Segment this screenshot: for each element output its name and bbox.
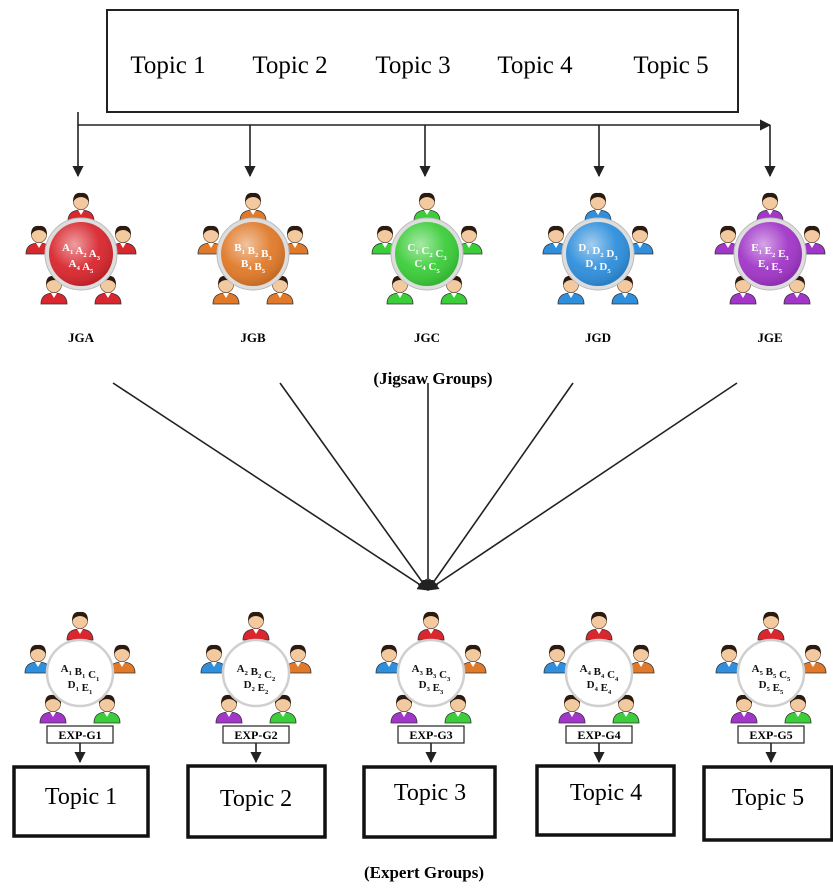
expert-label-4: EXP-G4 bbox=[565, 725, 633, 744]
jigsaw-label-3: JGC bbox=[414, 330, 440, 345]
svg-text:C1 C2 C3: C1 C2 C3 bbox=[407, 242, 447, 262]
svg-text:D1 E1: D1 E1 bbox=[68, 679, 93, 696]
jigsaw-label-4: JGD bbox=[585, 330, 611, 345]
student-icon bbox=[108, 644, 136, 674]
student-icon bbox=[67, 192, 95, 222]
svg-text:EXP-G1: EXP-G1 bbox=[58, 728, 101, 742]
student-icon bbox=[757, 611, 785, 641]
svg-text:D1 D2 D3: D1 D2 D3 bbox=[578, 242, 618, 262]
jigsaw-caption: (Jigsaw Groups) bbox=[373, 369, 492, 388]
student-icon bbox=[200, 644, 228, 674]
svg-text:E4 E5: E4 E5 bbox=[758, 258, 783, 275]
expert-topic-box-1: Topic 1 bbox=[12, 765, 150, 838]
expert-topic-box-3: Topic 3 bbox=[362, 765, 497, 839]
student-icon bbox=[417, 611, 445, 641]
student-icon bbox=[239, 192, 267, 222]
topics-box bbox=[106, 9, 739, 113]
student-icon bbox=[543, 644, 571, 674]
expert-topic-box-2: Topic 2 bbox=[186, 764, 327, 839]
expert-label-2: EXP-G2 bbox=[222, 725, 290, 744]
svg-text:D4 D5: D4 D5 bbox=[585, 258, 611, 275]
student-icon bbox=[66, 611, 94, 641]
svg-text:EXP-G5: EXP-G5 bbox=[749, 728, 792, 742]
svg-text:A5 B5 C5: A5 B5 C5 bbox=[752, 663, 791, 683]
svg-text:D2 E2: D2 E2 bbox=[244, 679, 269, 696]
svg-text:B4 B5: B4 B5 bbox=[241, 258, 266, 275]
top-topic-4: Topic 4 bbox=[497, 52, 573, 79]
top-feed-line bbox=[77, 112, 772, 131]
svg-text:A1 A2 A3: A1 A2 A3 bbox=[62, 242, 101, 262]
student-icon bbox=[375, 644, 403, 674]
svg-text:Topic 1: Topic 1 bbox=[45, 784, 117, 810]
svg-text:D3 E3: D3 E3 bbox=[419, 679, 444, 696]
svg-text:A3 B3 C3: A3 B3 C3 bbox=[412, 663, 451, 683]
jigsaw-label-5: JGE bbox=[757, 330, 782, 345]
svg-text:Topic 4: Topic 4 bbox=[570, 780, 642, 806]
jigsaw-to-expert-arrow-1 bbox=[112, 382, 429, 591]
expert-topic-box-5: Topic 5 bbox=[702, 765, 833, 842]
expert-label-5: EXP-G5 bbox=[737, 725, 805, 744]
svg-text:A1 B1 C1: A1 B1 C1 bbox=[61, 663, 100, 683]
student-icon bbox=[585, 611, 613, 641]
svg-text:EXP-G4: EXP-G4 bbox=[577, 728, 620, 742]
jigsaw-to-expert-arrow-2 bbox=[279, 382, 429, 591]
svg-text:A2 B2 C2: A2 B2 C2 bbox=[237, 663, 276, 683]
svg-text:EXP-G2: EXP-G2 bbox=[234, 728, 277, 742]
student-icon bbox=[756, 192, 784, 222]
student-icon bbox=[715, 644, 743, 674]
jigsaw-label-1: JGA bbox=[68, 330, 95, 345]
svg-text:C4 C5: C4 C5 bbox=[414, 258, 440, 275]
svg-text:Topic 3: Topic 3 bbox=[394, 780, 466, 806]
svg-text:EXP-G3: EXP-G3 bbox=[409, 728, 452, 742]
svg-text:A4 B4 C4: A4 B4 C4 bbox=[580, 663, 619, 683]
expert-label-1: EXP-G1 bbox=[46, 725, 114, 744]
student-icon bbox=[584, 192, 612, 222]
expert-caption: (Expert Groups) bbox=[364, 863, 484, 882]
student-icon bbox=[39, 694, 67, 724]
jigsaw-to-expert-arrow-4 bbox=[427, 382, 574, 591]
top-topic-2: Topic 2 bbox=[252, 52, 327, 79]
top-topic-1: Topic 1 bbox=[130, 52, 205, 79]
student-icon bbox=[459, 644, 487, 674]
svg-text:Topic 5: Topic 5 bbox=[732, 785, 804, 811]
svg-text:B1 B2 B3: B1 B2 B3 bbox=[234, 242, 272, 262]
top-topic-3: Topic 3 bbox=[375, 52, 450, 79]
top-topic-5: Topic 5 bbox=[633, 52, 708, 79]
expert-label-3: EXP-G3 bbox=[397, 725, 465, 744]
svg-text:Topic 2: Topic 2 bbox=[220, 786, 292, 812]
student-icon bbox=[242, 611, 270, 641]
svg-text:A4 A5: A4 A5 bbox=[69, 258, 94, 275]
arrows-layer bbox=[72, 112, 777, 764]
jigsaw-to-expert-arrow-5 bbox=[427, 382, 738, 591]
student-icon bbox=[627, 644, 655, 674]
student-icon bbox=[799, 644, 827, 674]
jigsaw-label-2: JGB bbox=[240, 330, 266, 345]
svg-text:D5 E5: D5 E5 bbox=[759, 679, 784, 696]
svg-text:E1 E2 E3: E1 E2 E3 bbox=[751, 242, 789, 262]
expert-topic-box-4: Topic 4 bbox=[535, 764, 676, 837]
student-icon bbox=[24, 644, 52, 674]
svg-text:D4 E4: D4 E4 bbox=[587, 679, 612, 696]
student-icon bbox=[413, 192, 441, 222]
